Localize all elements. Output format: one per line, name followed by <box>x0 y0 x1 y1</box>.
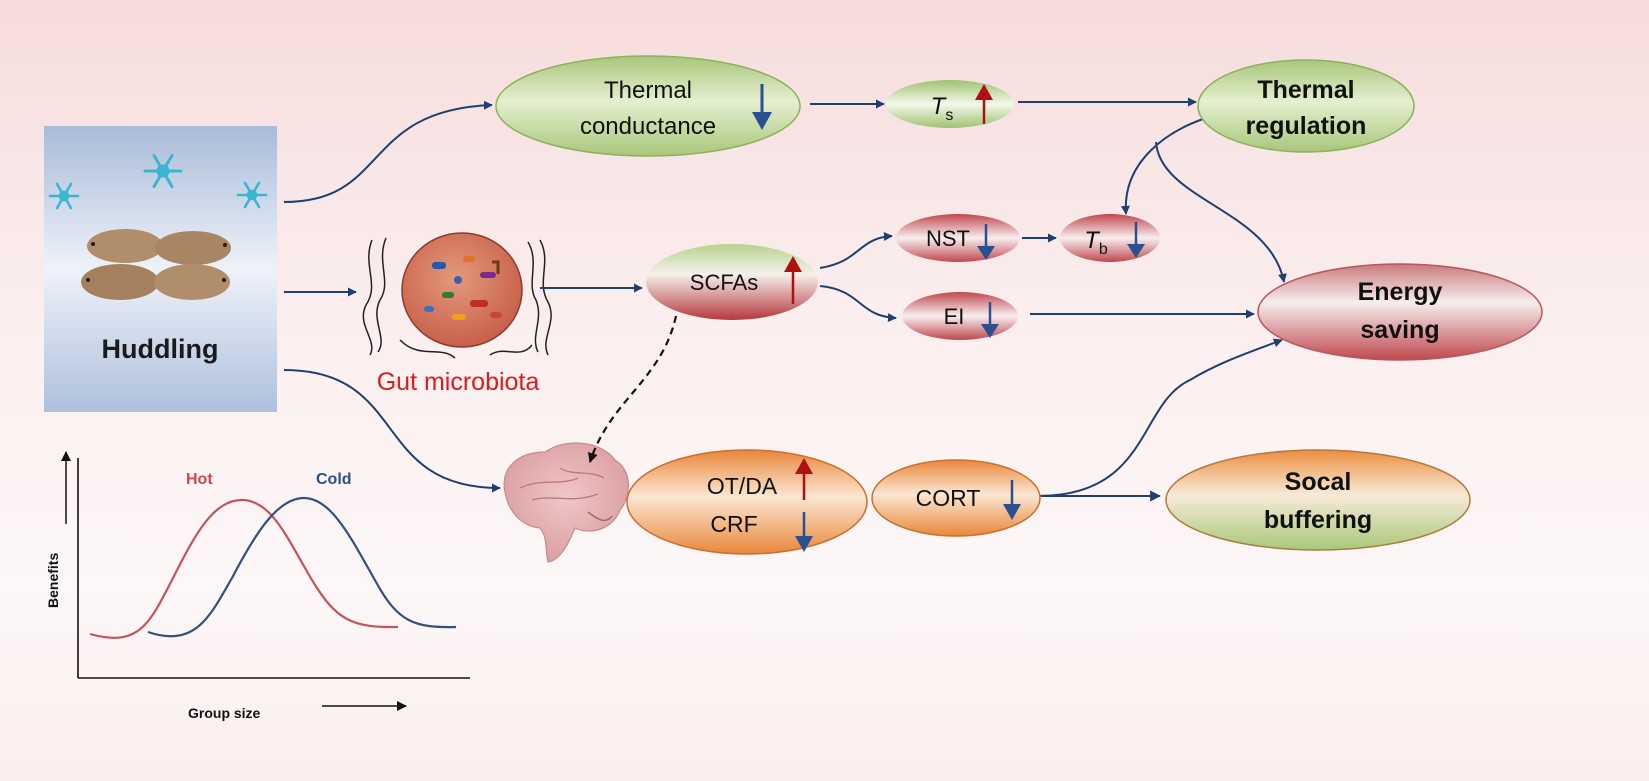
down-arrow-icon <box>981 302 999 338</box>
huddling-label: Huddling <box>102 334 219 364</box>
gut-microbiota-image: Gut microbiota <box>362 232 552 396</box>
social-buffering-line2: buffering <box>1264 506 1372 534</box>
up-arrow-icon <box>784 256 802 304</box>
arrow-scfas-to-nst <box>819 231 893 269</box>
crf-label: CRF <box>710 511 757 537</box>
tb-label: Tb <box>1084 227 1108 258</box>
snowflake-icon <box>48 182 80 210</box>
energy-saving-line1: Energy <box>1358 278 1443 306</box>
scfas-label: SCFAs <box>690 270 758 295</box>
thermal-conductance-line1: Thermal <box>604 77 692 104</box>
ei-label: EI <box>944 304 965 329</box>
node-energy-saving: Energy saving <box>1257 263 1543 361</box>
arrow-regulation-to-tb <box>1120 117 1207 215</box>
arrow-scfas-to-ei <box>819 285 897 323</box>
gut-microbiota-label: Gut microbiota <box>377 368 540 396</box>
down-arrow-icon <box>1003 480 1021 520</box>
down-arrow-icon <box>752 84 772 130</box>
node-thermal-regulation: Thermal regulation <box>1197 59 1415 153</box>
social-buffering-line1: Socal <box>1285 468 1352 496</box>
snowflake-icon <box>143 153 183 189</box>
thermal-regulation-line2: regulation <box>1246 112 1367 140</box>
tb-symbol: T <box>1084 227 1101 254</box>
node-ei: EI <box>902 292 1018 340</box>
cort-label: CORT <box>916 485 981 511</box>
arrow-regulation-to-energy-saving <box>1155 141 1287 283</box>
node-social-buffering: Socal buffering <box>1165 449 1471 551</box>
down-arrow-icon <box>795 512 813 552</box>
down-arrow-icon <box>977 224 995 260</box>
node-thermal-conductance: Thermal conductance <box>495 55 801 157</box>
tb-subscript: b <box>1099 241 1108 258</box>
x-axis-label: Group size <box>188 705 261 721</box>
arrow-huddling-to-thermal-conductance <box>283 100 493 203</box>
series-hot-line <box>89 498 399 639</box>
ot-da-label: OT/DA <box>707 473 778 499</box>
node-nst: NST <box>896 214 1020 262</box>
brain-image <box>503 442 629 563</box>
up-arrow-icon <box>975 84 993 124</box>
dashed-arrow-scfas-to-brain <box>588 315 678 463</box>
thermal-conductance-line2: conductance <box>580 113 716 140</box>
ts-subscript: s <box>945 107 953 124</box>
huddling-voles-image <box>81 229 231 300</box>
nst-label: NST <box>926 226 970 251</box>
series-hot-label: Hot <box>186 471 213 488</box>
up-arrow-icon <box>795 458 813 500</box>
node-cort: CORT <box>871 459 1041 537</box>
down-arrow-icon <box>1127 222 1145 258</box>
series-cold-label: Cold <box>316 471 352 488</box>
arrow-cort-to-energy-saving <box>1037 338 1283 497</box>
ts-label: Ts <box>931 93 954 124</box>
series-cold-line <box>147 496 457 638</box>
node-tb: Tb <box>1060 214 1160 262</box>
y-axis-label: Benefits <box>45 553 61 608</box>
thermal-regulation-line1: Thermal <box>1257 76 1354 104</box>
node-ot-da-crf: OT/DA CRF <box>626 449 868 555</box>
arrow-huddling-to-brain <box>283 369 501 493</box>
benefits-chart: Benefits Group size Hot Cold <box>45 451 470 721</box>
connectors <box>283 97 1287 502</box>
node-scfas: SCFAs <box>646 244 818 320</box>
huddling-panel: Huddling <box>44 126 277 412</box>
energy-saving-line2: saving <box>1360 316 1439 344</box>
node-ts: Ts <box>886 80 1014 128</box>
ts-symbol: T <box>931 93 948 120</box>
snowflake-icon <box>236 181 268 209</box>
